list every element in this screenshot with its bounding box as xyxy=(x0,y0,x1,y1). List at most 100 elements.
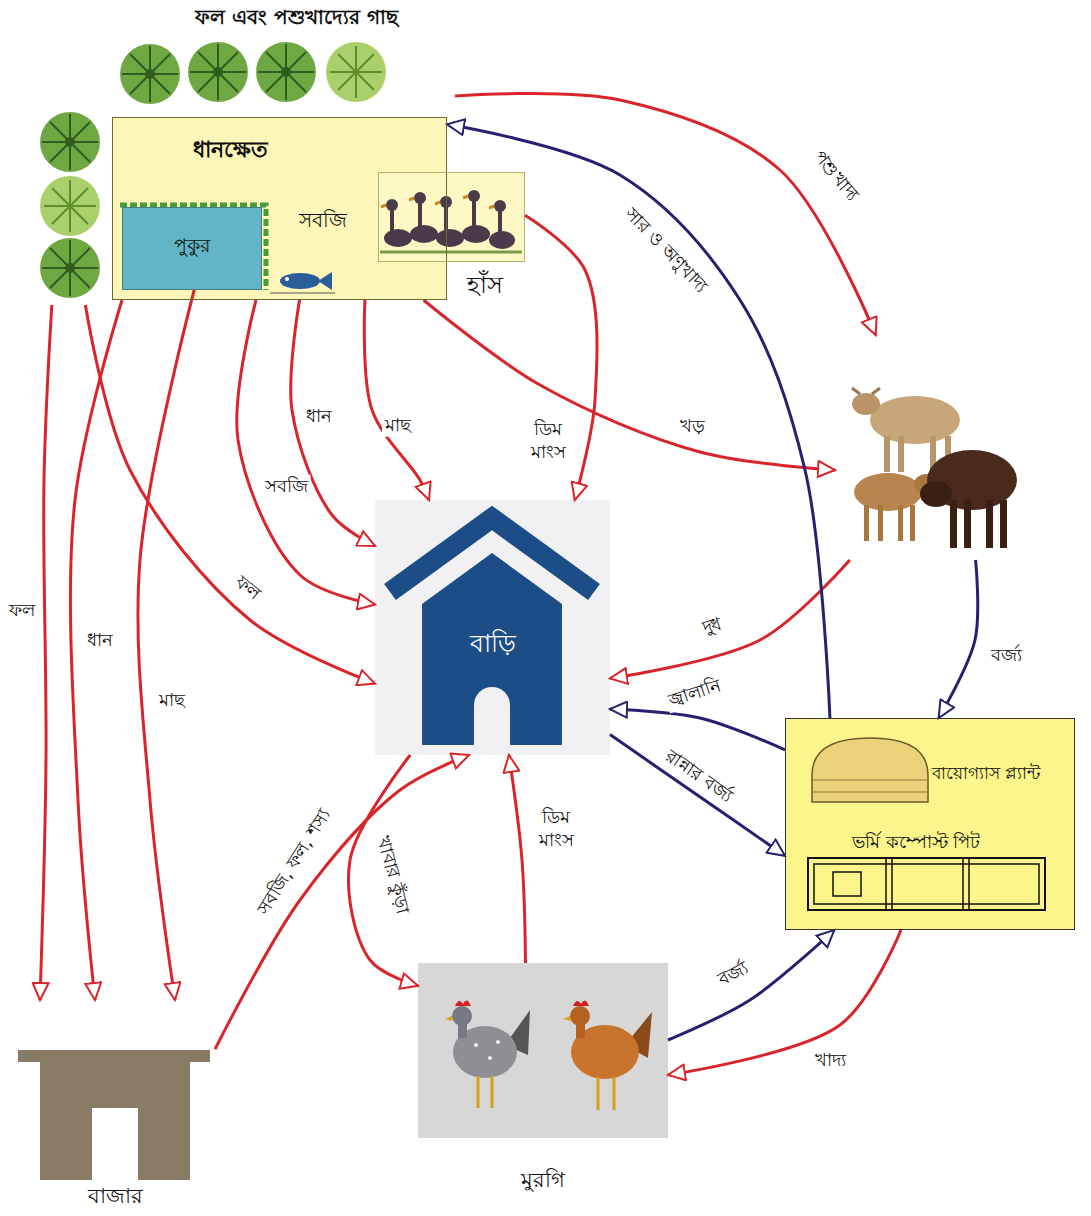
biogas-compost-ground xyxy=(812,780,928,792)
duck-picture xyxy=(494,200,506,212)
chicken-picture xyxy=(571,1025,639,1079)
fish-icon xyxy=(280,273,320,289)
duck-picture xyxy=(472,198,476,228)
market-table-icon xyxy=(18,1050,210,1180)
fruit-fodder-trees xyxy=(40,112,100,172)
flow-arrow xyxy=(237,300,375,605)
duck-picture xyxy=(498,208,502,234)
duck-picture xyxy=(381,196,494,208)
flow-arrow xyxy=(40,305,52,1000)
flow-label-slot: সার ও অণুখাদ্য xyxy=(618,201,714,300)
flow-arrow xyxy=(70,300,122,1000)
biogas-compost-ground xyxy=(886,858,969,910)
biogas-compost-ground xyxy=(808,858,1045,910)
chicken-picture xyxy=(452,1006,472,1026)
fruit-fodder-trees xyxy=(120,44,180,104)
duck-picture xyxy=(468,190,480,202)
cattle-picture xyxy=(930,436,936,472)
text-slot: ধানক্ষেত xyxy=(193,136,413,164)
flow-arrow xyxy=(447,124,830,718)
chicken-picture xyxy=(496,1040,500,1044)
flow-label: সার ও অণুখাদ্য xyxy=(618,201,714,300)
chicken-picture xyxy=(625,1012,652,1058)
field-ground xyxy=(122,207,262,290)
flow-label: বর্জ্য xyxy=(711,955,754,992)
cattle-picture xyxy=(884,436,890,472)
duck-picture xyxy=(414,192,426,204)
flow-label-slot: জ্বালানি xyxy=(663,673,727,713)
flow-arrow xyxy=(138,290,194,1001)
chicken-picture xyxy=(598,1077,614,1110)
chicken-picture xyxy=(570,1006,590,1026)
cattle-picture xyxy=(852,388,1017,548)
node-label: সবজি xyxy=(299,208,439,233)
flow-label-slot: ডিম মাংস xyxy=(527,806,585,851)
flow-label-slot: ধান xyxy=(84,629,116,652)
cattle-picture xyxy=(852,393,880,415)
flow-arrow xyxy=(455,93,876,335)
node-label: ভর্মি কম্পোস্ট পিট xyxy=(852,831,1067,854)
flow-arrow xyxy=(509,755,526,963)
cattle-picture xyxy=(878,505,883,541)
fish-icon xyxy=(270,293,335,294)
duck-picture xyxy=(386,199,398,211)
flow-arrow xyxy=(939,560,978,718)
duck-picture xyxy=(436,229,464,247)
flow-label: জ্বালানি xyxy=(663,673,727,713)
text-slot: পুকুর xyxy=(123,234,261,258)
flow-label-slot: বর্জ্য xyxy=(988,644,1025,667)
flow-label-slot: খড় xyxy=(677,415,708,438)
flow-label: ডিম মাংস xyxy=(527,806,585,851)
flow-label: খড় xyxy=(677,415,708,438)
flow-arrow xyxy=(610,709,785,750)
fruit-fodder-trees xyxy=(40,42,386,298)
biogas-compost-ground xyxy=(814,864,1039,904)
flow-label-slot: ধান xyxy=(303,405,335,428)
cattle-picture xyxy=(854,473,922,511)
field-ground xyxy=(112,117,447,300)
text-slot: বাড়ি xyxy=(375,628,610,660)
flow-label: ধান xyxy=(84,629,116,652)
fruit-fodder-trees xyxy=(40,176,100,236)
flow-arrow xyxy=(291,300,375,546)
node-label: ধানক্ষেত xyxy=(193,136,413,164)
house-icon xyxy=(375,500,610,755)
pond-box: পুকুর xyxy=(122,207,262,290)
duck-picture xyxy=(418,200,422,228)
cattle-picture xyxy=(914,474,938,494)
market-table-icon xyxy=(40,1062,190,1180)
node-label: মুরগি xyxy=(418,1167,668,1193)
flow-label-slot: খাদ্য xyxy=(812,1049,849,1072)
duck-picture xyxy=(390,207,394,233)
chicken-node: মুরগি xyxy=(418,963,668,1138)
flow-arrow xyxy=(85,305,375,684)
flow-arrow xyxy=(610,735,785,856)
house-icon xyxy=(474,687,510,745)
chicken-picture xyxy=(455,1000,471,1006)
cattle-picture xyxy=(927,450,1017,510)
chicken-picture xyxy=(445,1016,452,1021)
node-label: বাড়ি xyxy=(375,628,610,660)
flow-label-slot: বর্জ্য xyxy=(711,955,754,992)
biogas-compost-ground xyxy=(785,718,1075,930)
chicken-picture xyxy=(488,1056,492,1060)
flow-label: সবজি xyxy=(262,475,311,498)
flow-label: ডিম মাংস xyxy=(519,418,577,463)
flow-label: ফল xyxy=(229,569,268,607)
fish-icon xyxy=(318,272,332,290)
house-icon xyxy=(390,518,594,592)
flow-arrow xyxy=(349,755,418,986)
duck-picture-box: হাঁস xyxy=(378,172,525,262)
cattle-picture xyxy=(852,388,880,394)
flow-label-slot: মাছ xyxy=(382,414,414,437)
chicken-picture xyxy=(505,1010,530,1055)
chicken-picture xyxy=(563,1016,570,1021)
duck-picture xyxy=(462,225,490,243)
cattle-node xyxy=(835,335,1020,560)
flow-arrow xyxy=(424,300,835,470)
flow-label-slot: ডিম মাংস xyxy=(519,418,577,463)
house-icon xyxy=(375,500,610,755)
node-label: বাজার xyxy=(15,1183,215,1209)
